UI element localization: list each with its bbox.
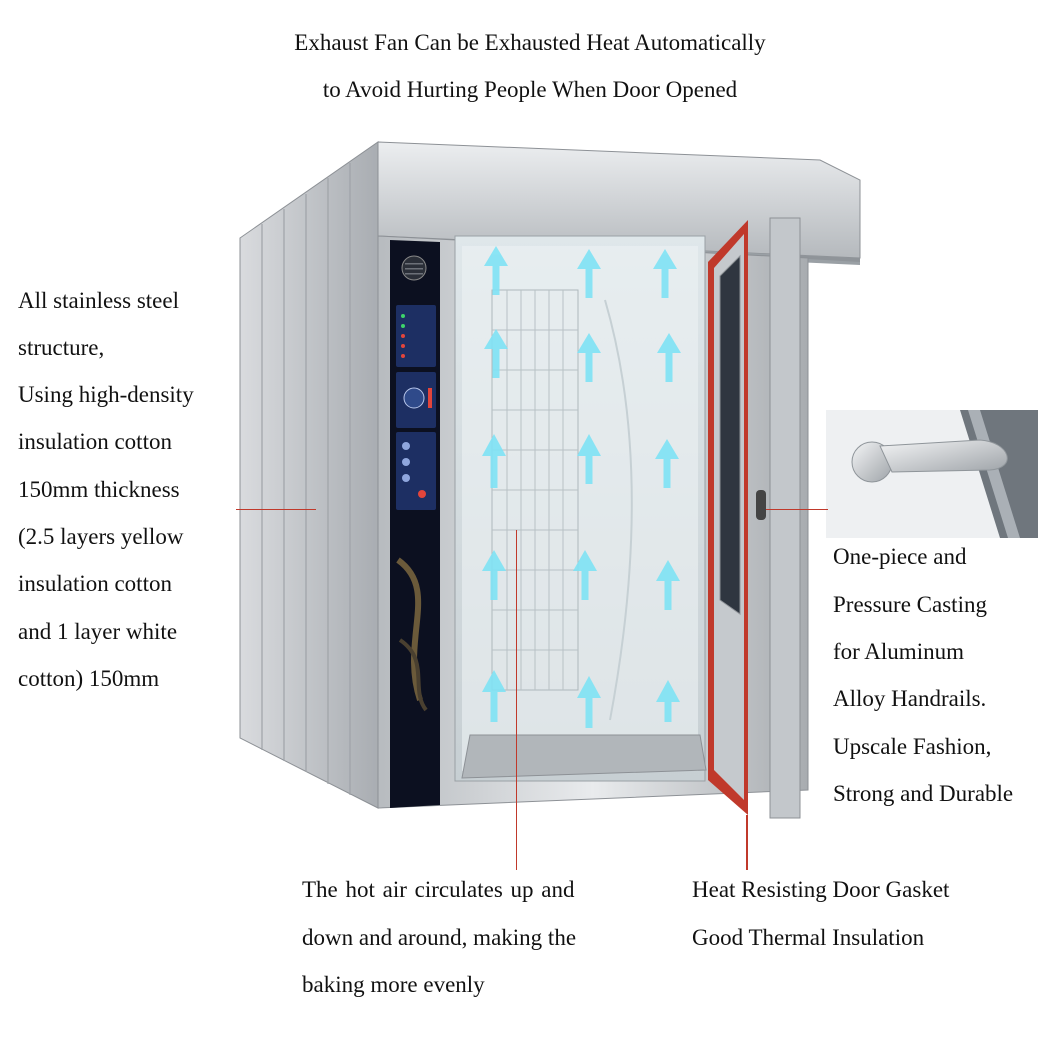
airflow-arrow-icon [656,680,680,722]
pointer-line-handle [766,509,828,510]
callout-line: and 1 layer white [18,619,178,644]
airflow-arrow-icon [484,246,508,295]
pointer-line-airflow [516,530,517,870]
airflow-arrow-icon [577,676,601,728]
pointer-line-gasket [746,815,748,870]
callout-line: down and around, making the [302,925,577,950]
callout-line: 150mm thickness [18,477,180,502]
callout-line: insulation cotton [18,429,172,454]
airflow-arrow-icon [653,249,677,298]
control-panel [390,240,440,808]
hinge-post [769,217,801,819]
callout-line: structure, [18,335,105,360]
pointer-line-side-panel [236,509,316,510]
heading-line-1: Exhaust Fan Can be Exhausted Heat Automa… [294,30,766,55]
callout-line: (2.5 layers yellow [18,524,184,549]
airflow-arrow-icon [482,550,506,600]
airflow-arrow-icon [573,550,597,600]
callout-line: cotton) 150mm [18,666,160,691]
oven-door [708,220,766,815]
callout-line: insulation cotton [18,571,172,596]
heading-line-2: to Avoid Hurting People When Door Opened [322,77,738,102]
callout-line: Alloy Handrails. [833,686,987,711]
callout-line: The hot air circulates up and [302,877,575,902]
rack-grid [491,289,579,691]
callout-line: Upscale Fashion, [833,734,992,759]
callout-line: baking more evenly [302,972,485,997]
callout-line: Using high-density [18,382,194,407]
airflow-arrow-icon [656,560,680,610]
airflow-arrow-icon [657,333,681,382]
airflow-arrow-icon [655,439,679,488]
airflow-arrow-icon [577,333,601,382]
airflow-arrow-icon [577,434,601,484]
airflow-arrow-icon [482,670,506,722]
handle-inset [826,410,1038,538]
callout-line: Heat Resisting Door Gasket [692,877,950,902]
callout-line: All stainless steel [18,288,179,313]
callout-line: Strong and Durable [833,781,1014,806]
side-panel [239,141,379,809]
airflow-arrows [482,246,681,728]
airflow-arrow-icon [484,329,508,378]
door-handle-icon [851,439,1008,483]
callout-line: Pressure Casting [833,592,987,617]
callout-line: Good Thermal Insulation [692,925,925,950]
door-lock [756,490,766,520]
callout-line: One-piece and [833,544,967,569]
airflow-arrow-icon [482,434,506,488]
callout-line: for Aluminum [833,639,964,664]
airflow-arrow-icon [577,249,601,298]
